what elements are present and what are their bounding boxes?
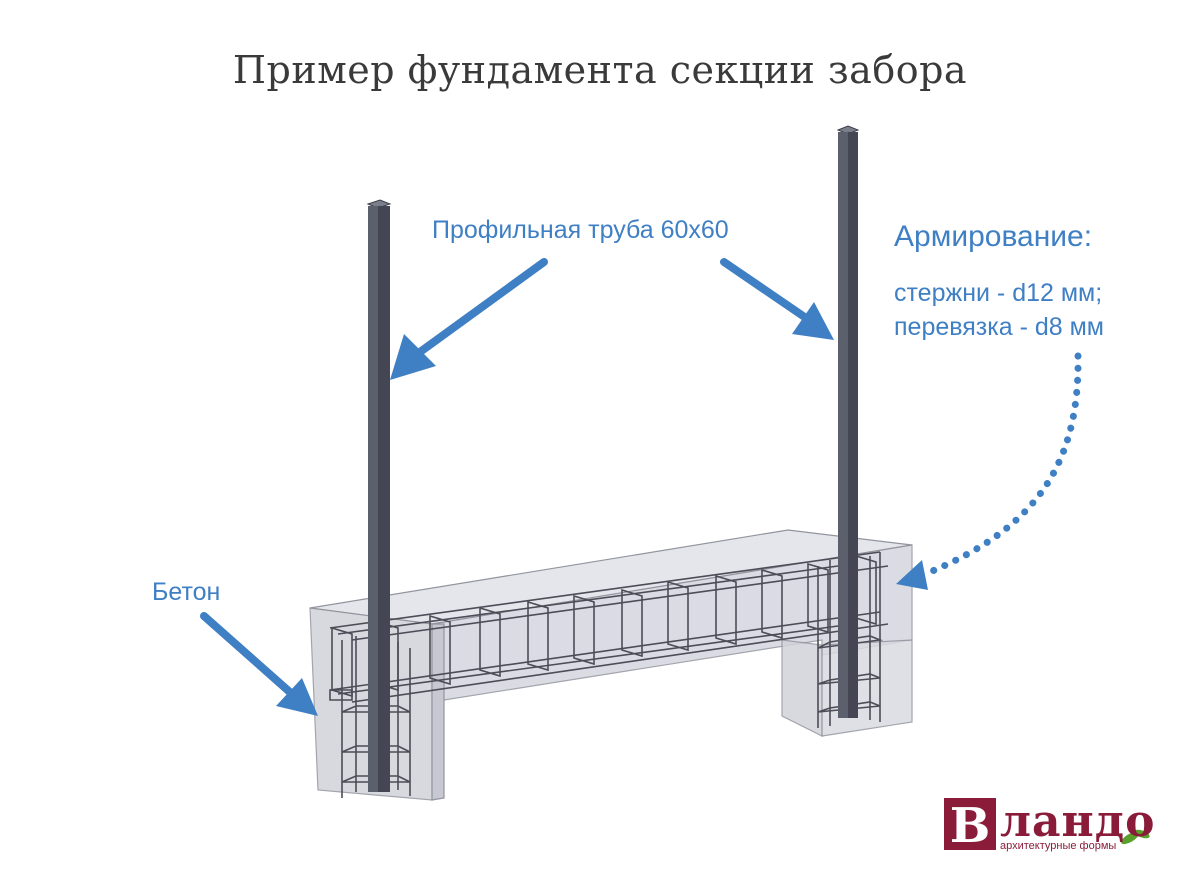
logo-subtitle: архитектурные формы xyxy=(1000,840,1117,852)
arrow-pipe-left xyxy=(390,258,548,380)
reinforcement-ties-label: перевязка - d8 мм xyxy=(894,313,1104,341)
right-pillar-cage xyxy=(817,552,884,728)
logo-word: ландо xyxy=(1000,796,1156,847)
pointer-arrows xyxy=(200,258,1082,716)
reinforcement-rods-label: стержни - d12 мм; xyxy=(894,279,1103,307)
rebar-cage xyxy=(329,551,889,798)
concrete-label: Бетон xyxy=(152,578,221,606)
reinforcement-title: Армирование: xyxy=(894,220,1093,253)
logo-letter-box xyxy=(944,798,996,850)
right-pillar-side xyxy=(821,639,913,737)
page-title: Пример фундамента секции забора xyxy=(232,48,968,92)
leaf-icon xyxy=(1121,829,1150,845)
pipe-label: Профильная труба 60х60 xyxy=(432,216,729,244)
left-pillar-side xyxy=(431,623,445,801)
logo-letter: В xyxy=(950,798,991,854)
steel-posts xyxy=(366,125,860,792)
right-post xyxy=(836,125,860,718)
beam-stirrups xyxy=(331,554,877,698)
arrow-pipe-right xyxy=(720,258,834,340)
logo-emblem: В xyxy=(944,798,1150,854)
arrow-reinforcement xyxy=(896,352,1082,590)
right-pillar-front xyxy=(781,639,823,737)
arrow-concrete xyxy=(200,612,318,716)
left-post xyxy=(366,199,392,792)
